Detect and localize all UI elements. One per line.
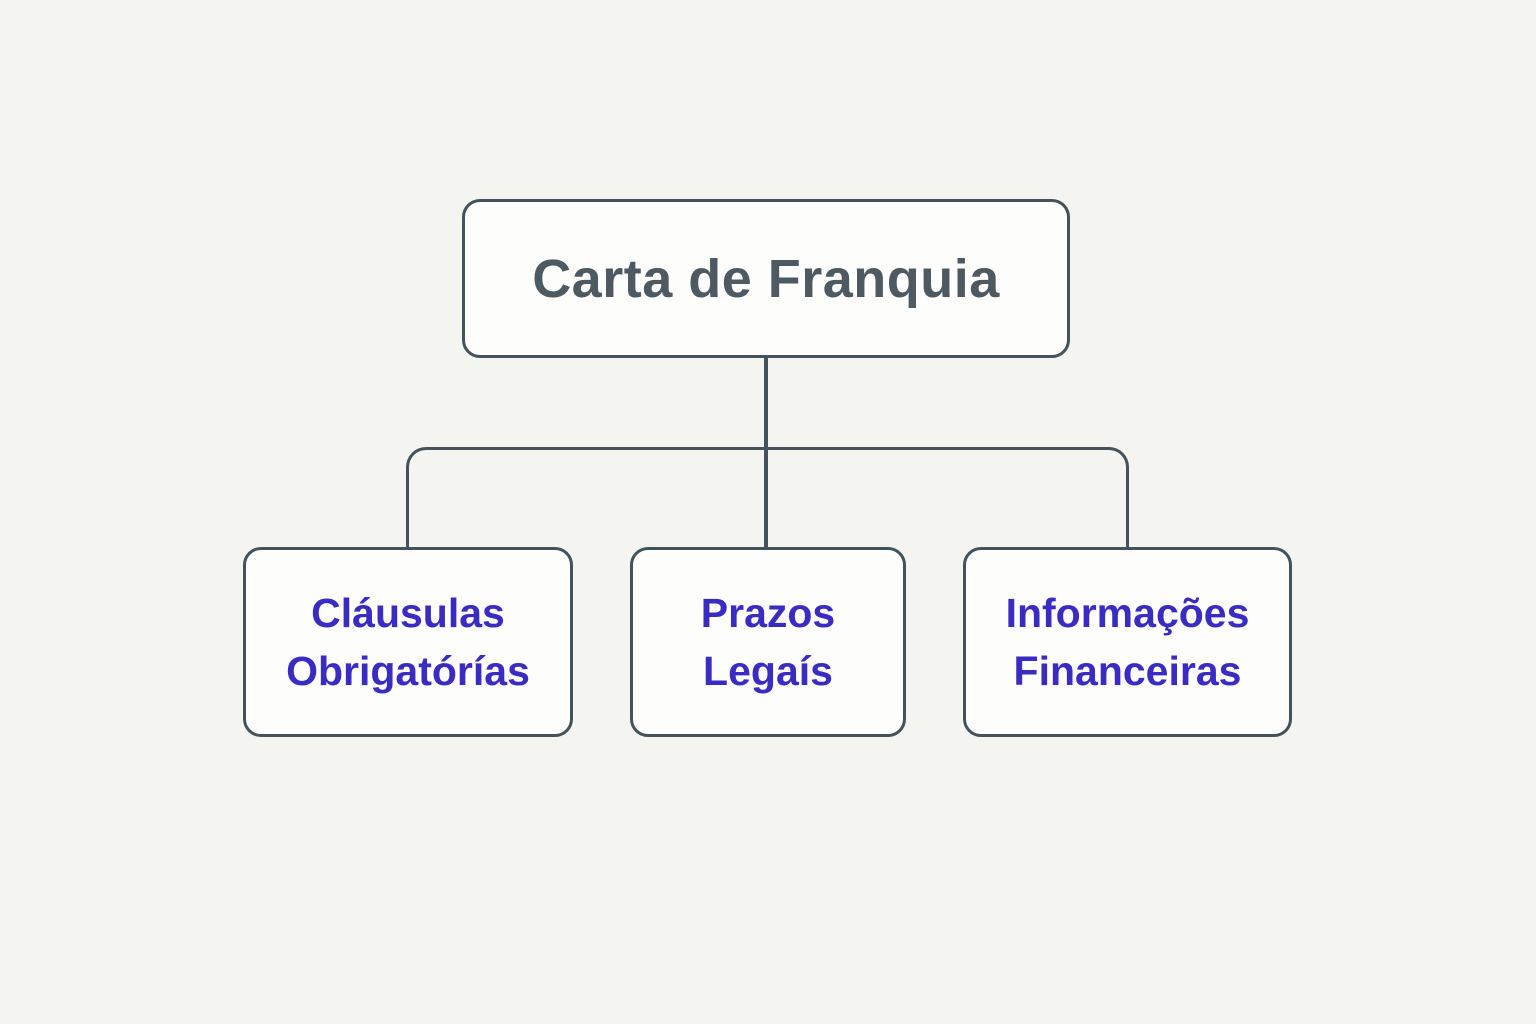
- node-label-informacoes-financeiras: Informações Financeiras: [1005, 589, 1250, 694]
- connector-branch-lines: [406, 447, 1129, 547]
- node-label-prazos-legais: Prazos Legaís: [700, 589, 836, 694]
- node-informacoes-financeiras: Informações Financeiras: [963, 547, 1292, 737]
- node-label-clausulas-obrigatorias: Cláusulas Obrigatórías: [286, 589, 530, 694]
- connector-root-stem: [764, 358, 768, 547]
- node-label-root: Carta de Franquia: [532, 248, 1000, 309]
- node-carta-de-franquia: Carta de Franquia: [462, 199, 1070, 358]
- node-clausulas-obrigatorias: Cláusulas Obrigatórías: [243, 547, 573, 737]
- node-prazos-legais: Prazos Legaís: [630, 547, 906, 737]
